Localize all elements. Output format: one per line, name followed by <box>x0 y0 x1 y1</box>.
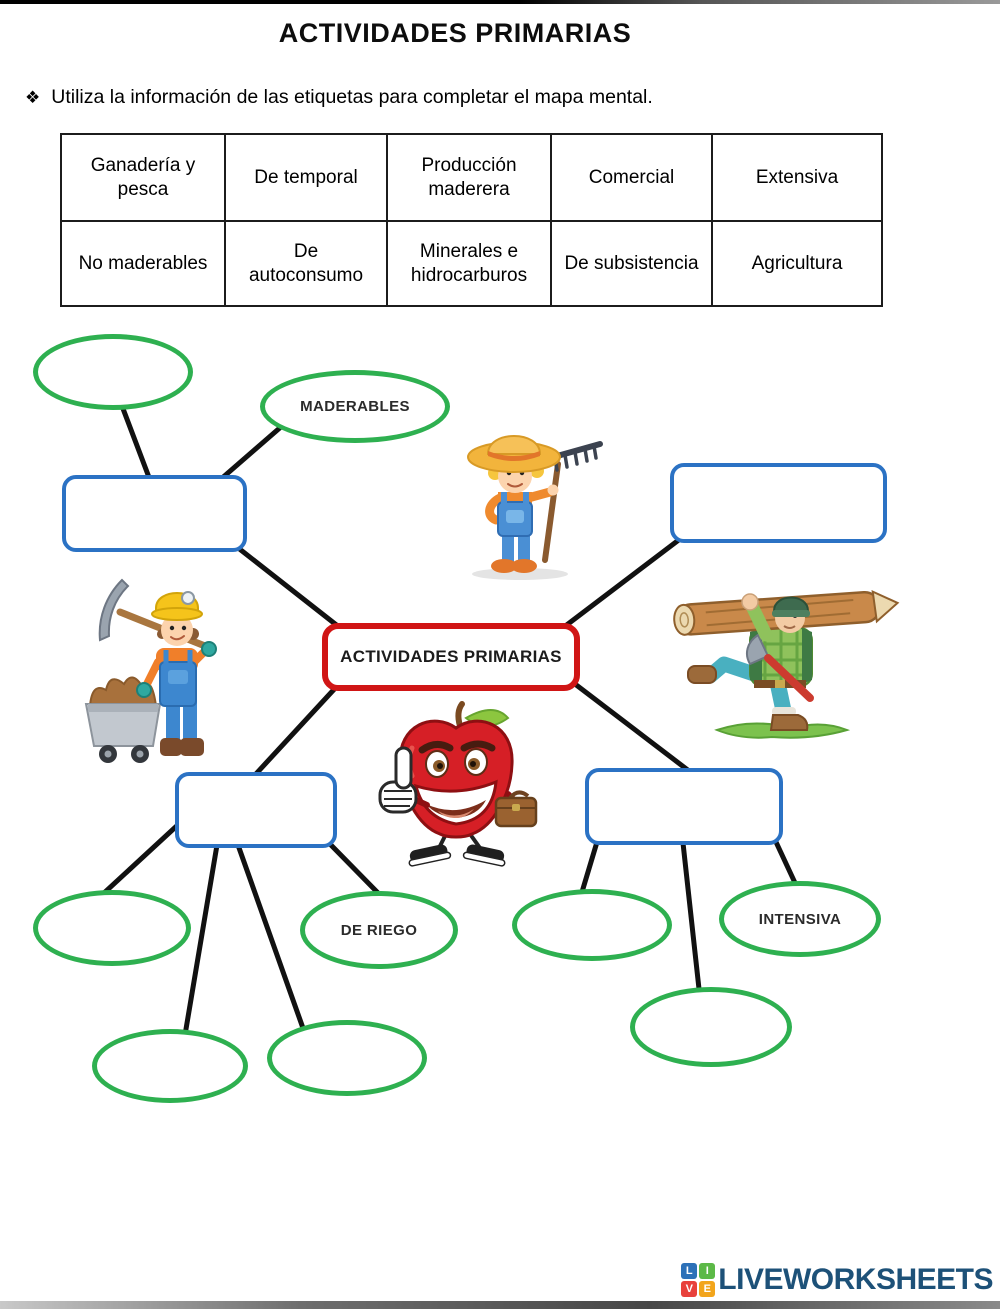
instruction-text: Utiliza la información de las etiquetas … <box>51 86 653 108</box>
blank-box-bottom-left[interactable] <box>175 772 337 848</box>
blank-oval-top-left[interactable] <box>33 334 193 410</box>
central-topic-label: ACTIVIDADES PRIMARIAS <box>340 647 562 666</box>
blank-box-top-right[interactable] <box>670 463 887 543</box>
oval-intensiva: INTENSIVA <box>719 881 881 957</box>
instruction-row: ❖ Utiliza la información de las etiqueta… <box>25 86 653 109</box>
blank-oval-bottom-left-2[interactable] <box>267 1020 427 1096</box>
diamond-bullet-icon: ❖ <box>25 88 41 107</box>
liveworksheets-icon: L I V E <box>681 1263 716 1297</box>
blank-oval-right[interactable] <box>512 889 672 961</box>
logo-letter-l: L <box>681 1263 698 1279</box>
blank-box-bottom-right[interactable] <box>585 768 783 845</box>
miner-illustration <box>84 578 217 763</box>
labels-row-1: Ganadería y pesca De temporal Producción… <box>60 133 883 222</box>
de-riego-label: DE RIEGO <box>340 921 418 939</box>
blank-box-top-left[interactable] <box>62 475 247 552</box>
oval-maderables: MADERABLES <box>260 370 450 443</box>
label-cell[interactable]: Extensiva <box>711 133 883 222</box>
top-scan-strip <box>0 0 1000 4</box>
brand-wordmark: LIVEWORKSHEETS <box>718 1263 993 1296</box>
liveworksheets-logo[interactable]: L I V E LIVEWORKSHEETS <box>681 1263 993 1297</box>
logo-letter-e: E <box>699 1281 716 1297</box>
label-cell[interactable]: De subsistencia <box>550 220 713 307</box>
labels-table: Ganadería y pesca De temporal Producción… <box>60 133 883 307</box>
central-topic-box: ACTIVIDADES PRIMARIAS <box>322 623 580 691</box>
label-cell[interactable]: Producción maderera <box>386 133 552 222</box>
blank-oval-bottom-right[interactable] <box>630 987 792 1067</box>
maderables-label: MADERABLES <box>300 398 410 415</box>
label-cell[interactable]: No maderables <box>60 220 226 307</box>
intensiva-label: INTENSIVA <box>758 910 842 928</box>
label-cell[interactable]: Minerales e hidrocarburos <box>386 220 552 307</box>
label-cell[interactable]: De temporal <box>224 133 388 222</box>
blank-oval-left[interactable] <box>33 890 191 966</box>
farmer-illustration <box>467 435 603 580</box>
blank-oval-bottom-left-1[interactable] <box>92 1029 248 1103</box>
page-title: ACTIVIDADES PRIMARIAS <box>278 18 632 48</box>
label-cell[interactable]: De autoconsumo <box>224 220 388 307</box>
apple-character-illustration <box>378 701 538 867</box>
logo-letter-v: V <box>681 1281 698 1297</box>
label-cell[interactable]: Comercial <box>550 133 713 222</box>
bottom-scan-strip <box>0 1301 1000 1309</box>
oval-de-riego: DE RIEGO <box>300 891 458 969</box>
label-cell[interactable]: Agricultura <box>711 220 883 307</box>
label-cell[interactable]: Ganadería y pesca <box>60 133 226 222</box>
logo-letter-i: I <box>699 1263 716 1279</box>
lumberjack-illustration <box>673 589 900 739</box>
labels-row-2: No maderables De autoconsumo Minerales e… <box>60 220 883 307</box>
